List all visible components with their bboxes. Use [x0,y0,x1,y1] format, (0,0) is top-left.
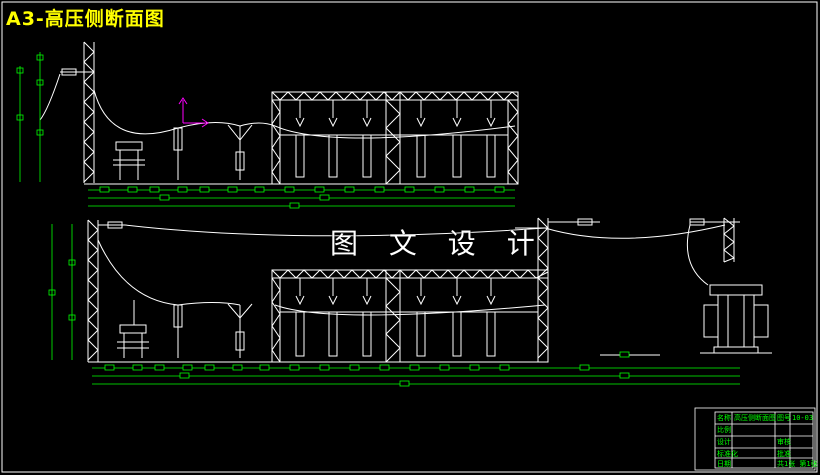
top-conductor-1 [39,73,61,121]
bottom-section-view [87,217,772,363]
watermark-text: 图 文 设 计 [330,227,546,260]
bottom-main-conductor [124,224,546,237]
title-block-frame [694,407,816,471]
tb-number-value: 10-03 [792,414,814,422]
bottom-drop-conductor [97,239,179,306]
bottom-substation-frame [271,269,549,363]
tb-sheet-label: 共1张 第1张 [777,460,818,468]
transformer-tower [686,217,740,286]
bottom-disconnector [227,303,253,358]
top-conductor-4 [239,122,276,127]
bottom-bay-insulators [280,278,538,357]
ucs-axis-marker [178,97,209,128]
tb-review-label: 审核 [777,438,791,446]
bottom-right-conductor [544,224,726,239]
bottom-left-tower [87,219,125,362]
tb-scale-label: 比例 [717,426,731,434]
tb-name-label: 名称 [717,414,731,422]
top-left-tower [60,41,95,183]
tb-number-label: 图号 [777,414,791,422]
tb-designer-label: 设计 [717,438,731,446]
main-transformer [700,284,772,354]
top-conductor-2 [93,89,179,135]
top-bay-insulators [280,100,508,178]
bottom-arrester [173,304,183,358]
bottom-right-gantry [515,217,600,362]
drawing-title: A3-高压侧断面图 [6,8,165,30]
top-dimensions [16,52,515,209]
top-disconnector [227,124,253,180]
bottom-busbar-sag [274,304,546,316]
bottom-dimensions [48,224,740,387]
top-conductor-3 [177,122,241,129]
top-substation-frame [271,91,519,185]
tb-drawing-name: 高压侧断面图 [734,414,776,422]
top-arrester [173,127,183,180]
tb-standard-label: 标准化 [717,450,738,458]
tb-date-label: 日期 [717,460,731,468]
top-cable-support [113,141,145,180]
top-section-view [39,41,519,185]
tb-approve-label: 批准 [777,450,791,458]
bottom-conductor-2 [177,302,241,306]
bottom-cable-support [117,300,149,358]
top-busbar-sag [274,125,516,139]
